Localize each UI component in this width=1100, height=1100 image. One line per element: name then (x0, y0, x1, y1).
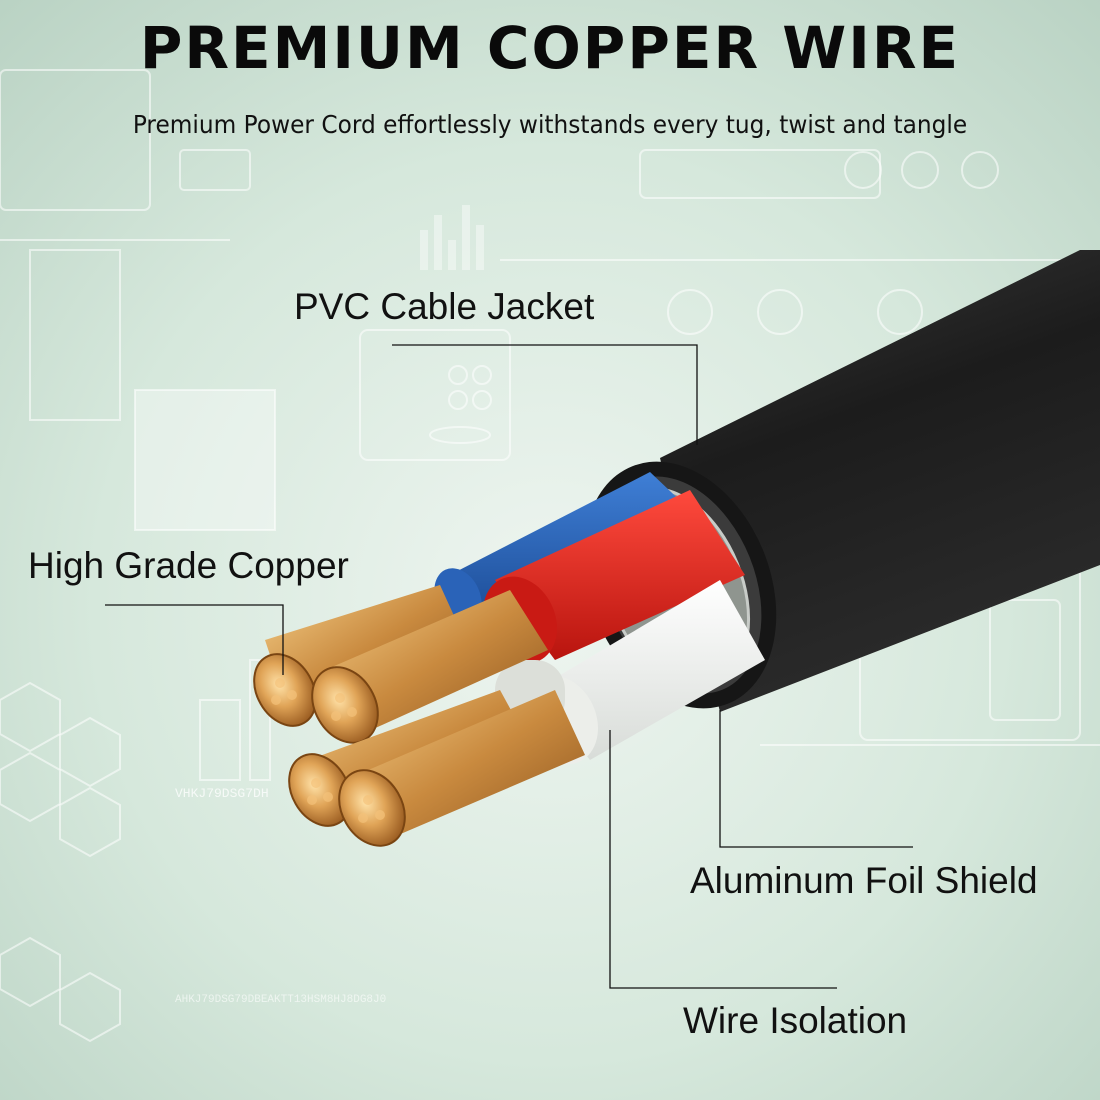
leader-lines (105, 344, 913, 989)
leader-line-copper (105, 604, 284, 675)
code-text-1: VHKJ79DSG7DH (175, 786, 269, 801)
tech-background-decor (0, 69, 1100, 1043)
code-text-2: AHKJ79DSG79DBEAKTT13HSM8HJ8DG8J0 (175, 994, 386, 1006)
leader-line-isolation (609, 730, 837, 989)
page-subtitle: Premium Power Cord effortlessly withstan… (132, 110, 968, 139)
page-title: PREMIUM COPPER WIRE (139, 14, 961, 82)
high-grade-copper (253, 585, 585, 847)
label-aluminum-foil-shield: Aluminum Foil Shield (690, 860, 1038, 901)
leader-line-foil (719, 710, 913, 848)
leader-line-jacket (392, 344, 698, 445)
bar-graph-decor (420, 205, 484, 270)
label-pvc-cable-jacket: PVC Cable Jacket (294, 286, 595, 327)
label-wire-isolation: Wire Isolation (683, 1000, 908, 1041)
label-high-grade-copper: High Grade Copper (28, 545, 349, 586)
